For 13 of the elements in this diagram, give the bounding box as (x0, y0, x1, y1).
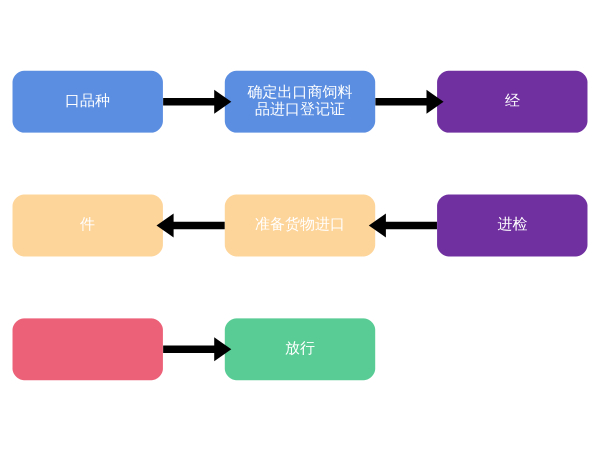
arrow (368, 213, 437, 237)
arrow (156, 213, 225, 237)
node-box (12, 318, 163, 380)
arrow (163, 89, 232, 114)
arrow (375, 89, 444, 114)
node-box: 放行 (224, 318, 376, 380)
arrow (163, 336, 232, 361)
node-box: 确定出口商饲料品进口登记证 (224, 70, 376, 132)
node-box: 经 (437, 70, 588, 132)
node-box: 进检 (437, 194, 588, 256)
node-box: 件 (12, 194, 163, 256)
node-box: 准备货物进口 (224, 194, 376, 256)
node-box: 口品种 (12, 70, 163, 132)
